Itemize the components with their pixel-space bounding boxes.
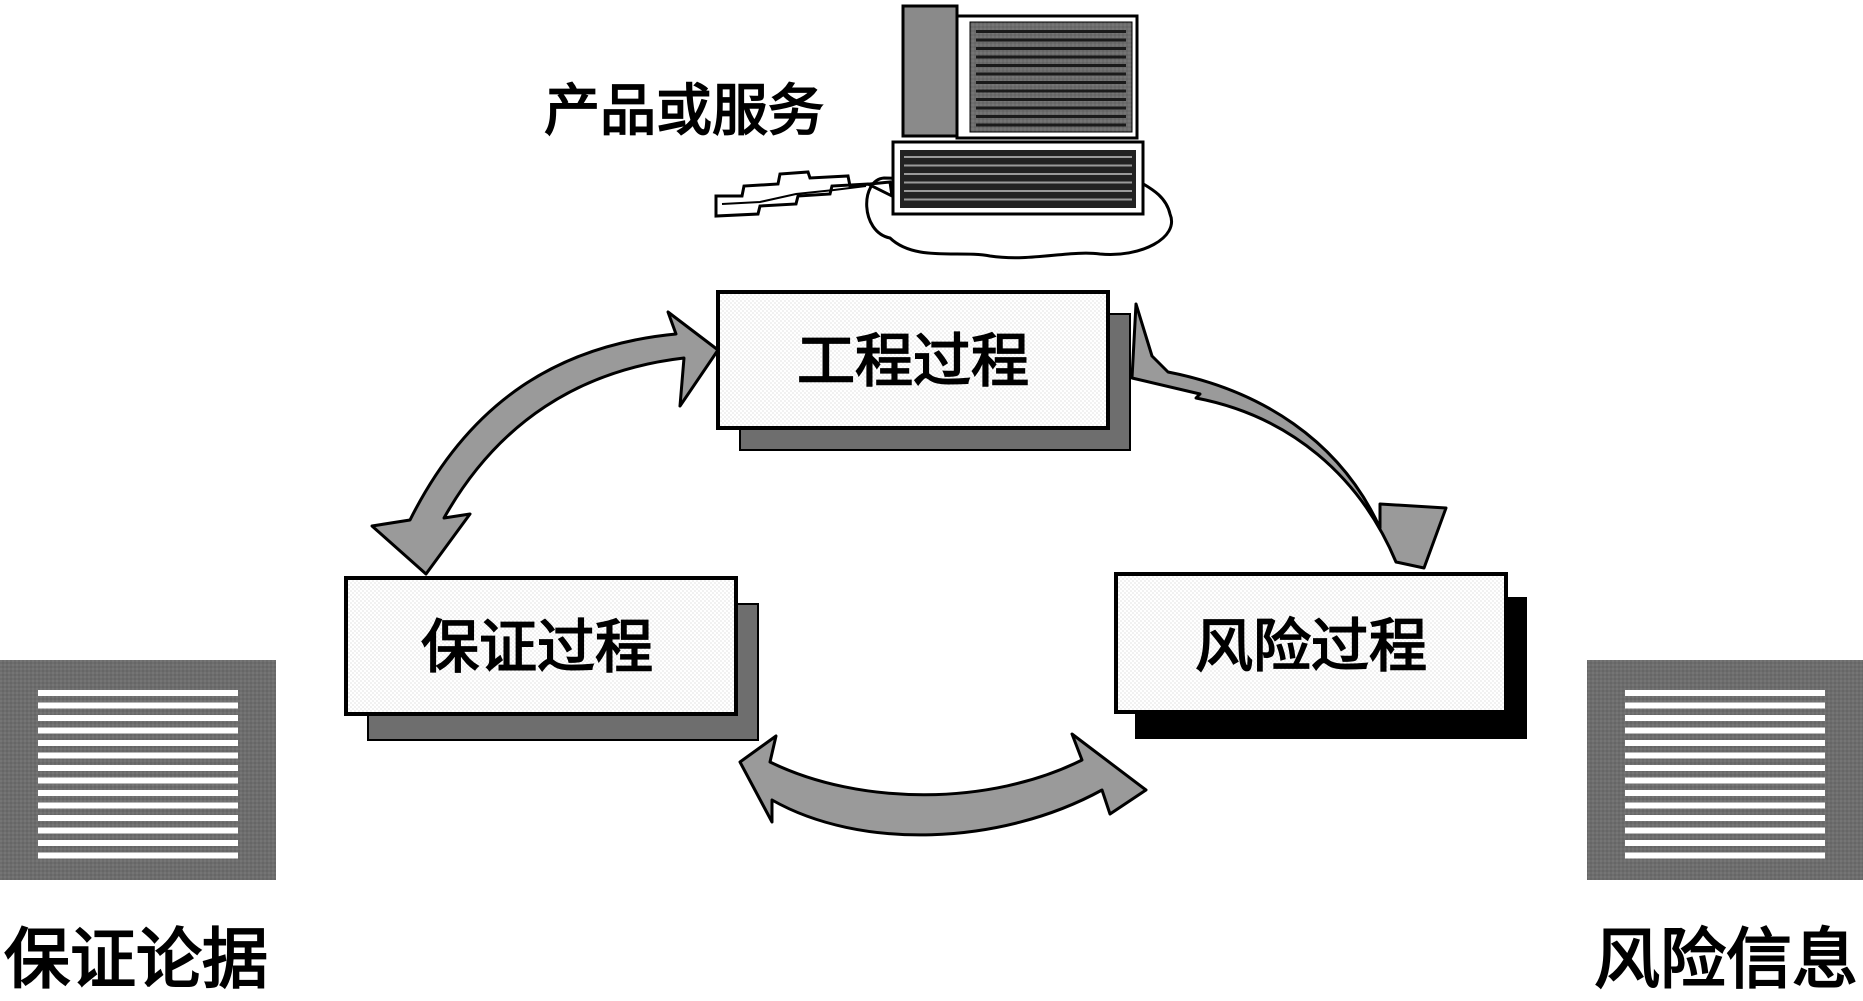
text-line bbox=[904, 198, 1132, 201]
base-lines bbox=[904, 156, 1132, 201]
text-line bbox=[1625, 690, 1825, 696]
text-line bbox=[904, 190, 1132, 192]
text-line bbox=[976, 123, 1126, 127]
right-doc-lines bbox=[1625, 690, 1825, 859]
text-line bbox=[1625, 840, 1825, 846]
text-line bbox=[976, 55, 1126, 59]
text-line bbox=[38, 790, 238, 796]
computer-icon bbox=[714, 4, 1174, 260]
text-line bbox=[976, 30, 1126, 33]
text-line bbox=[1625, 802, 1825, 809]
text-line bbox=[38, 840, 238, 846]
text-line bbox=[38, 702, 238, 709]
text-line bbox=[976, 47, 1126, 50]
risk-process-box: 风险过程 bbox=[1114, 572, 1527, 739]
assurance-process-box: 保证过程 bbox=[344, 576, 759, 741]
text-line bbox=[904, 181, 1132, 184]
left-doc-lines bbox=[38, 690, 238, 859]
risk-process-label: 风险过程 bbox=[1195, 612, 1427, 680]
text-line bbox=[38, 740, 238, 746]
text-line bbox=[1625, 790, 1825, 796]
text-line bbox=[38, 802, 238, 809]
arrow-risk-assurance bbox=[738, 732, 1148, 837]
text-line bbox=[976, 81, 1126, 84]
text-line bbox=[976, 72, 1126, 76]
engineering-process-label: 工程过程 bbox=[797, 327, 1029, 395]
document-icon bbox=[0, 660, 276, 880]
text-line bbox=[1625, 852, 1825, 859]
text-line bbox=[38, 777, 238, 784]
product-label: 产品或服务 bbox=[544, 78, 824, 144]
text-line bbox=[38, 727, 238, 734]
text-line bbox=[1625, 777, 1825, 784]
text-line bbox=[38, 852, 238, 859]
text-line bbox=[1625, 715, 1825, 721]
text-line bbox=[1625, 765, 1825, 771]
text-line bbox=[1625, 740, 1825, 746]
document-icon bbox=[1587, 660, 1863, 880]
text-line bbox=[976, 98, 1126, 101]
monitor-lines bbox=[976, 30, 1126, 127]
text-line bbox=[904, 164, 1132, 167]
assurance-argument-label: 保证论据 bbox=[4, 920, 268, 998]
risk-info-label: 风险信息 bbox=[1594, 920, 1858, 998]
text-line bbox=[1625, 702, 1825, 709]
text-line bbox=[976, 38, 1126, 42]
assurance-process-label: 保证过程 bbox=[421, 613, 653, 681]
text-line bbox=[976, 64, 1126, 67]
text-line bbox=[38, 690, 238, 696]
text-line bbox=[904, 156, 1132, 158]
text-line bbox=[38, 765, 238, 771]
text-line bbox=[976, 89, 1126, 93]
text-line bbox=[1625, 752, 1825, 759]
text-line bbox=[1625, 827, 1825, 834]
text-line bbox=[976, 106, 1126, 110]
text-line bbox=[976, 115, 1126, 118]
text-line bbox=[1625, 815, 1825, 821]
arrow-engineering-risk bbox=[1130, 302, 1448, 570]
text-line bbox=[38, 815, 238, 821]
text-line bbox=[38, 715, 238, 721]
arrow-assurance-engineering bbox=[370, 310, 720, 576]
text-line bbox=[38, 752, 238, 759]
engineering-process-box: 工程过程 bbox=[716, 290, 1131, 451]
text-line bbox=[38, 827, 238, 834]
text-line bbox=[904, 173, 1132, 175]
text-line bbox=[1625, 727, 1825, 734]
